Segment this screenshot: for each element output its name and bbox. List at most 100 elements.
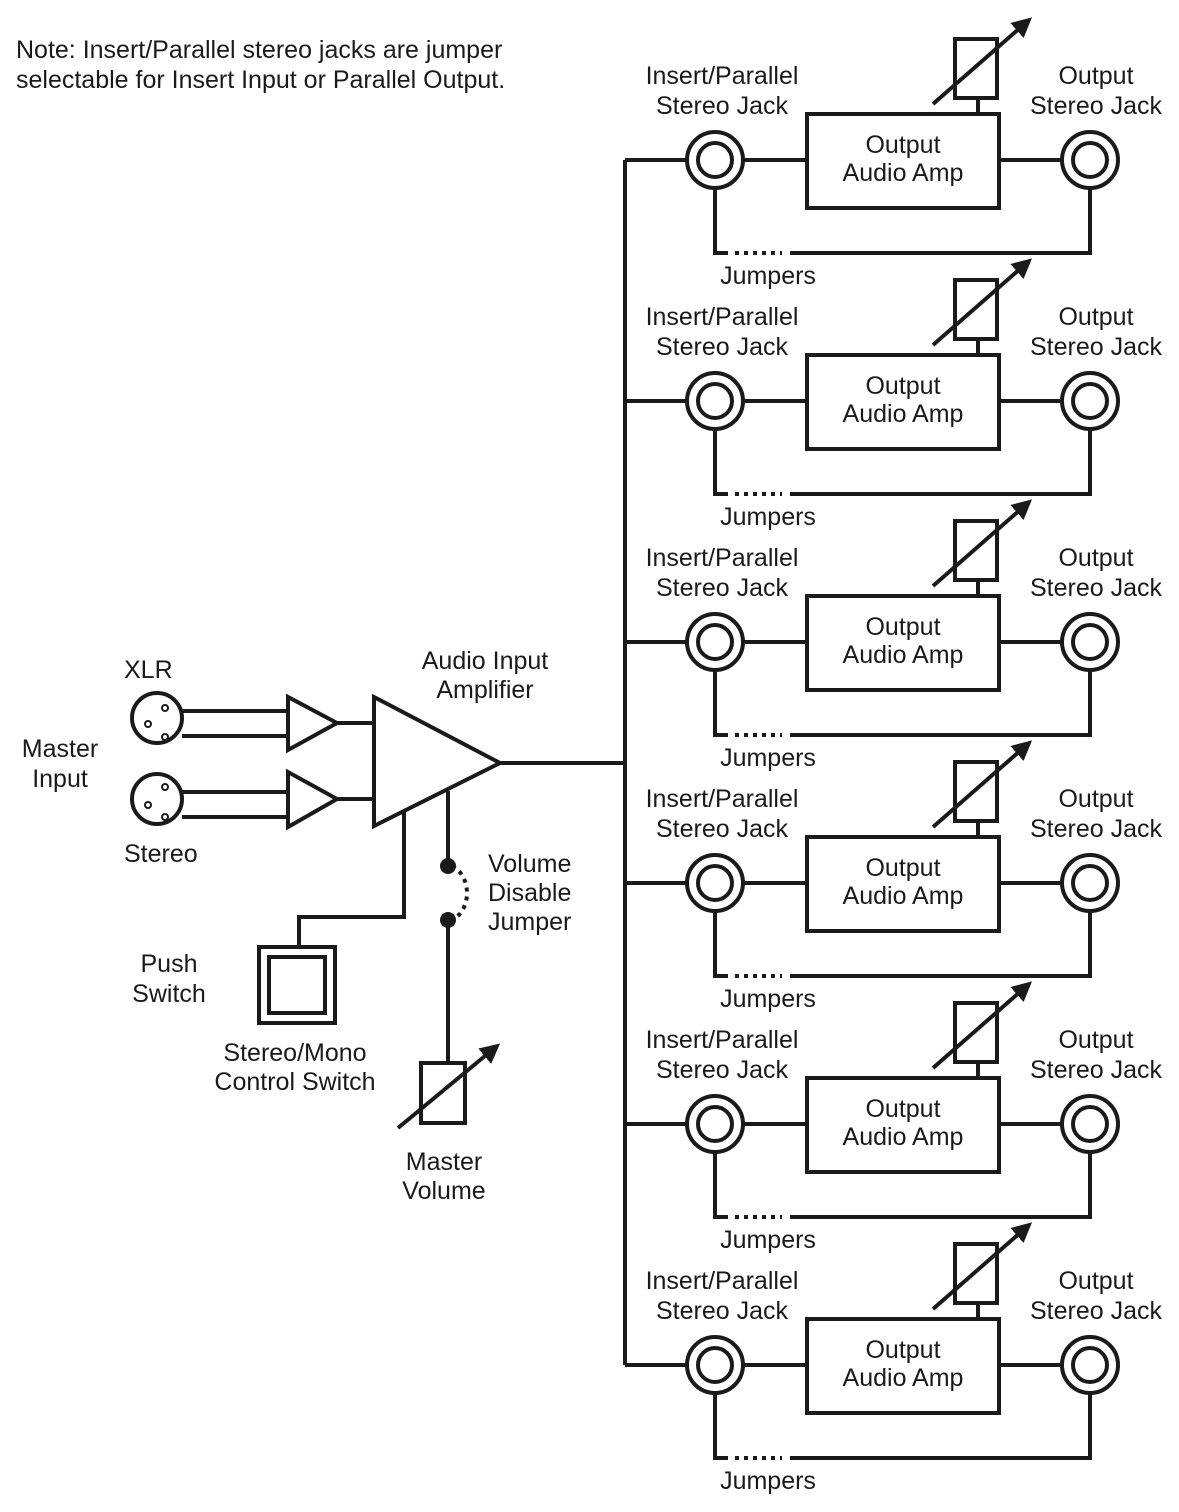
volume-disable-jumper[interactable] [450, 864, 469, 922]
volume-disable-label-3: Jumper [488, 908, 571, 936]
channel-volume-pot[interactable] [953, 1242, 999, 1305]
output-jack-outer [1060, 853, 1120, 913]
amp-label-1: Output [865, 854, 940, 882]
amp-label-1: Output [865, 1336, 940, 1364]
insert-jack-label-2: Stereo Jack [656, 1056, 789, 1084]
insert-jack-outer [685, 1335, 745, 1395]
insert-parallel-jack[interactable] [696, 141, 734, 179]
xlr-label: XLR [124, 656, 173, 684]
output-stereo-jack[interactable] [1071, 1105, 1109, 1143]
audio-input-amp-label-1: Audio Input [422, 647, 549, 675]
channel-volume-pot[interactable] [953, 278, 999, 341]
stereo-buffer-amp-icon [286, 768, 342, 831]
audio-input-amp-label-2: Amplifier [436, 676, 533, 704]
output-jack-label-2: Stereo Jack [1030, 1056, 1163, 1084]
stereo-mono-label-2: Control Switch [214, 1068, 375, 1096]
jumpers-label: Jumpers [720, 985, 816, 1013]
master-volume-label-1: Master [406, 1148, 482, 1176]
volume-arrow-icon [931, 17, 1033, 106]
master-volume-pot[interactable] [419, 1061, 467, 1125]
jumper-loop-left [713, 1152, 728, 1219]
jumper-loop-left [713, 429, 728, 496]
jumpers-label: Jumpers [720, 503, 816, 531]
output-jack-label-1: Output [1058, 1267, 1133, 1295]
insert-jack-label-1: Insert/Parallel [646, 1026, 799, 1054]
volume-arrow-icon [931, 499, 1033, 588]
amp-label-1: Output [865, 372, 940, 400]
output-jack-outer [1060, 1094, 1120, 1154]
channel-volume-pot[interactable] [953, 760, 999, 823]
output-stereo-jack[interactable] [1071, 623, 1109, 661]
output-stereo-jack[interactable] [1071, 864, 1109, 902]
output-stereo-jack[interactable] [1071, 382, 1109, 420]
output-jack-label-1: Output [1058, 62, 1133, 90]
jumper-loop-right [790, 911, 1092, 978]
volume-arrow-icon [931, 740, 1033, 829]
amp-label-1: Output [865, 1095, 940, 1123]
stereo-label: Stereo [124, 840, 198, 868]
master-input-label-1: Master [22, 735, 98, 763]
insert-jack-label-2: Stereo Jack [656, 1297, 789, 1325]
output-jack-label-1: Output [1058, 544, 1133, 572]
amp-label-2: Audio Amp [843, 159, 964, 187]
amp-label-1: Output [865, 613, 940, 641]
insert-parallel-jack[interactable] [696, 864, 734, 902]
volume-disable-label-1: Volume [488, 850, 571, 878]
output-stereo-jack[interactable] [1071, 141, 1109, 179]
input-section: XLR Stereo Master Input Audio Input Ampl… [22, 647, 625, 1205]
amp-label-2: Audio Amp [843, 1123, 964, 1151]
channel-volume-pot[interactable] [953, 37, 999, 100]
insert-jack-label-2: Stereo Jack [656, 574, 789, 602]
output-jack-label-2: Stereo Jack [1030, 574, 1163, 602]
jumper-loop-right [790, 1393, 1092, 1460]
audio-input-amplifier-icon [372, 693, 505, 830]
master-volume-label-2: Volume [402, 1177, 485, 1205]
insert-jack-label-1: Insert/Parallel [646, 303, 799, 331]
insert-parallel-jack[interactable] [696, 382, 734, 420]
jumper-loop-right [790, 670, 1092, 737]
channel-volume-pot[interactable] [953, 519, 999, 582]
output-jack-label-1: Output [1058, 1026, 1133, 1054]
insert-jack-outer [685, 1094, 745, 1154]
output-jack-outer [1060, 1335, 1120, 1395]
insert-jack-outer [685, 130, 745, 190]
output-jack-outer [1060, 130, 1120, 190]
note: Note: Insert/Parallel stereo jacks are j… [16, 36, 505, 94]
insert-jack-label-2: Stereo Jack [656, 92, 789, 120]
insert-jack-outer [685, 612, 745, 672]
master-volume-arrow-icon [396, 1043, 501, 1130]
amp-label-1: Output [865, 131, 940, 159]
stereo-mono-label-1: Stereo/Mono [223, 1039, 366, 1067]
push-switch-wire [297, 811, 406, 947]
output-jack-label-2: Stereo Jack [1030, 333, 1163, 361]
channel-volume-pot[interactable] [953, 1001, 999, 1064]
output-jack-outer [1060, 612, 1120, 672]
insert-jack-label-2: Stereo Jack [656, 333, 789, 361]
jumpers-label: Jumpers [720, 1226, 816, 1254]
push-switch-button[interactable] [267, 955, 327, 1015]
push-switch-label-1: Push [141, 950, 198, 978]
jumper-loop-right [790, 429, 1092, 496]
insert-parallel-jack[interactable] [696, 1105, 734, 1143]
jumper-loop-left [713, 911, 728, 978]
output-jack-label-1: Output [1058, 785, 1133, 813]
insert-jack-label-2: Stereo Jack [656, 815, 789, 843]
amp-label-2: Audio Amp [843, 400, 964, 428]
amp-label-2: Audio Amp [843, 882, 964, 910]
note-line-2: selectable for Insert Input or Parallel … [16, 66, 505, 94]
insert-parallel-jack[interactable] [696, 1346, 734, 1384]
jumper-pin-top [440, 858, 456, 874]
output-jack-label-2: Stereo Jack [1030, 1297, 1163, 1325]
insert-parallel-jack[interactable] [696, 623, 734, 661]
volume-arrow-icon [931, 258, 1033, 347]
output-jack-label-1: Output [1058, 303, 1133, 331]
xlr-buffer-amp-icon [286, 693, 342, 754]
output-stereo-jack[interactable] [1071, 1346, 1109, 1384]
volume-arrow-icon [931, 1222, 1033, 1311]
